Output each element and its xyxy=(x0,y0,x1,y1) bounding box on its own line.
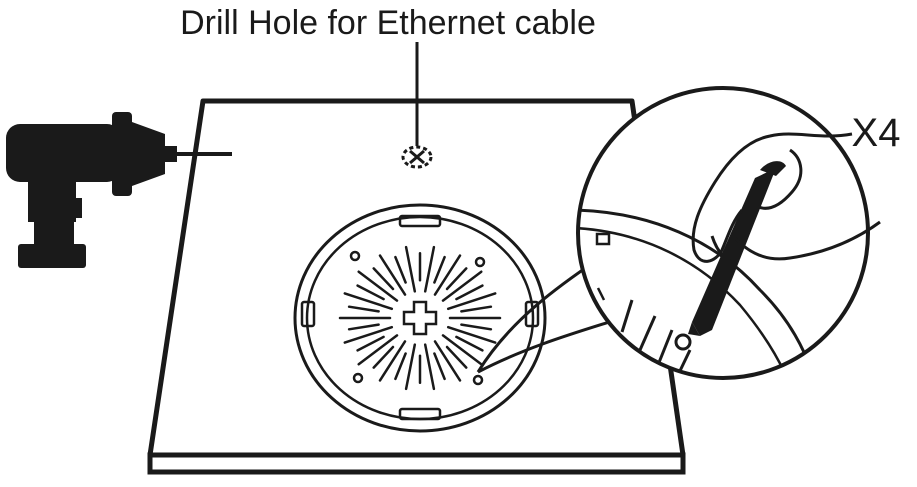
drill-icon xyxy=(6,112,232,268)
drill-hole-label: Drill Hole for Ethernet cable xyxy=(180,4,596,42)
vent-slot xyxy=(347,323,380,331)
vent-slot xyxy=(455,335,484,352)
vent-slot xyxy=(455,284,484,301)
vent-slot xyxy=(356,335,385,352)
hand-icon xyxy=(691,132,881,264)
vent-slot xyxy=(423,343,436,391)
vent-slot xyxy=(441,334,483,366)
magnified-detail xyxy=(576,86,881,380)
vent-slot xyxy=(423,245,436,293)
vent-slot xyxy=(357,270,399,302)
vent-slot xyxy=(404,245,417,293)
quantity-label: X4 xyxy=(852,111,901,155)
vent-slot xyxy=(433,352,446,381)
pen-icon xyxy=(688,161,786,336)
vent-slot xyxy=(446,292,497,311)
vent-slot xyxy=(441,270,483,302)
vent-slot xyxy=(357,334,399,366)
vent-slot xyxy=(372,345,395,369)
vent-slot xyxy=(343,325,394,344)
vent-slot xyxy=(460,305,493,313)
vent-slot xyxy=(433,254,462,296)
vent-slot xyxy=(433,255,446,284)
ceiling-board xyxy=(147,98,686,475)
vent-slot xyxy=(460,323,493,331)
vent-slot xyxy=(347,305,380,313)
vent-slot xyxy=(445,267,468,291)
vent-slot xyxy=(372,267,395,291)
vent-slot xyxy=(378,254,407,296)
vent-slot xyxy=(433,340,462,382)
vent-slot xyxy=(445,345,468,369)
vent-slot xyxy=(446,325,497,344)
vent-slot xyxy=(394,255,407,284)
vent-slot xyxy=(343,292,394,311)
vent-slot xyxy=(404,343,417,391)
drill-hole-icon xyxy=(401,145,433,169)
mounting-plate-icon xyxy=(293,203,547,433)
vent-slot xyxy=(378,340,407,382)
vent-slot xyxy=(356,284,385,301)
vent-slot xyxy=(394,352,407,381)
